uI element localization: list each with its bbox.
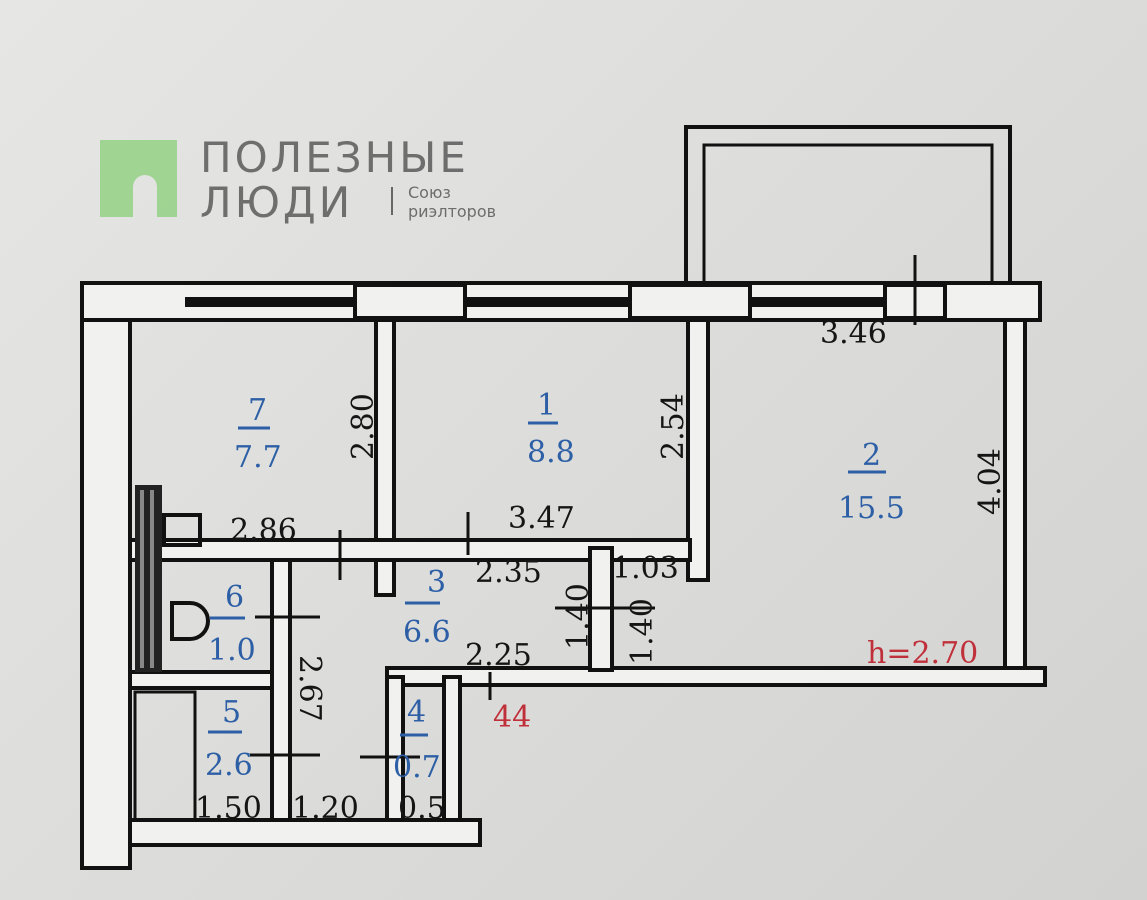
watermark-text: риэлторов: [408, 202, 496, 221]
room-7: 77.7: [234, 393, 282, 475]
dim-label: 3.47: [508, 501, 575, 536]
dim-label: 1.40: [625, 598, 660, 665]
watermark-text: ПОЛЕЗНЫЕ: [200, 133, 469, 182]
watermark-text: ЛЮДИ: [200, 178, 353, 227]
dim-label: 2.80: [346, 393, 381, 460]
room-area: 0.7: [393, 750, 441, 785]
room-1: 18.8: [527, 388, 575, 470]
ventilation-shaft: [135, 485, 162, 672]
room-area: 1.0: [208, 633, 256, 668]
room-number: 6: [225, 580, 244, 615]
wall-corridor: [128, 538, 692, 562]
watermark-logo: ПОЛЕЗНЫЕ ЛЮДИ Союз риэлторов: [100, 133, 496, 227]
room-area: 8.8: [527, 435, 575, 470]
room-4: 40.7: [393, 695, 441, 785]
room-labels: 77.7 18.8 215.5 36.6 61.0 52.6 40.7: [205, 388, 905, 785]
room-number: 7: [248, 393, 267, 428]
room-number: 4: [407, 695, 426, 730]
room-number: 1: [537, 388, 556, 423]
toilet-icon: [170, 601, 210, 641]
room-3: 36.6: [403, 565, 451, 650]
outer-left-wall: [80, 281, 132, 870]
room-area: 15.5: [838, 491, 905, 526]
room-5: 52.6: [205, 695, 253, 783]
outer-bottom-wall: [128, 818, 482, 847]
wall-bath: [270, 558, 292, 830]
dim-label: 2.67: [292, 655, 327, 722]
room-area: 6.6: [403, 615, 451, 650]
room-number: 3: [427, 565, 446, 600]
room-area: 7.7: [234, 440, 282, 475]
walls: [80, 125, 1047, 870]
balcony-outline: [684, 125, 1012, 283]
dim-label: 1.50: [195, 791, 262, 826]
storage-right-wall: [442, 675, 462, 830]
dimension-labels: 3.46 2.80 2.54 4.04 2.86 3.47 2.35 1.03 …: [195, 316, 1008, 826]
room-number: 5: [222, 695, 241, 730]
dim-label: 1.40: [561, 583, 596, 650]
right-wall: [1003, 318, 1027, 672]
dim-label: 2.54: [656, 393, 691, 460]
watermark-text: Союз: [408, 183, 451, 202]
sink-icon: [162, 513, 202, 547]
room-area: 2.6: [205, 748, 253, 783]
room-2: 215.5: [838, 438, 905, 526]
room-6: 61.0: [208, 580, 256, 668]
wall-1-2: [686, 318, 710, 582]
room-number: 2: [862, 438, 881, 473]
dim-label: 1.20: [292, 791, 359, 826]
dim-label: 2.86: [230, 513, 297, 548]
wall-6-5: [128, 670, 274, 690]
dim-label: 3.46: [820, 316, 887, 351]
ceiling-height: h=2.70: [867, 636, 978, 671]
total-area: 44: [493, 700, 531, 735]
wall-7-1: [374, 318, 396, 597]
dim-label: 2.35: [475, 555, 542, 590]
dim-label: 2.25: [465, 638, 532, 673]
dim-label: 0.5: [398, 791, 446, 826]
dim-label: 1.03: [612, 551, 679, 586]
dim-label: 4.04: [973, 448, 1008, 515]
